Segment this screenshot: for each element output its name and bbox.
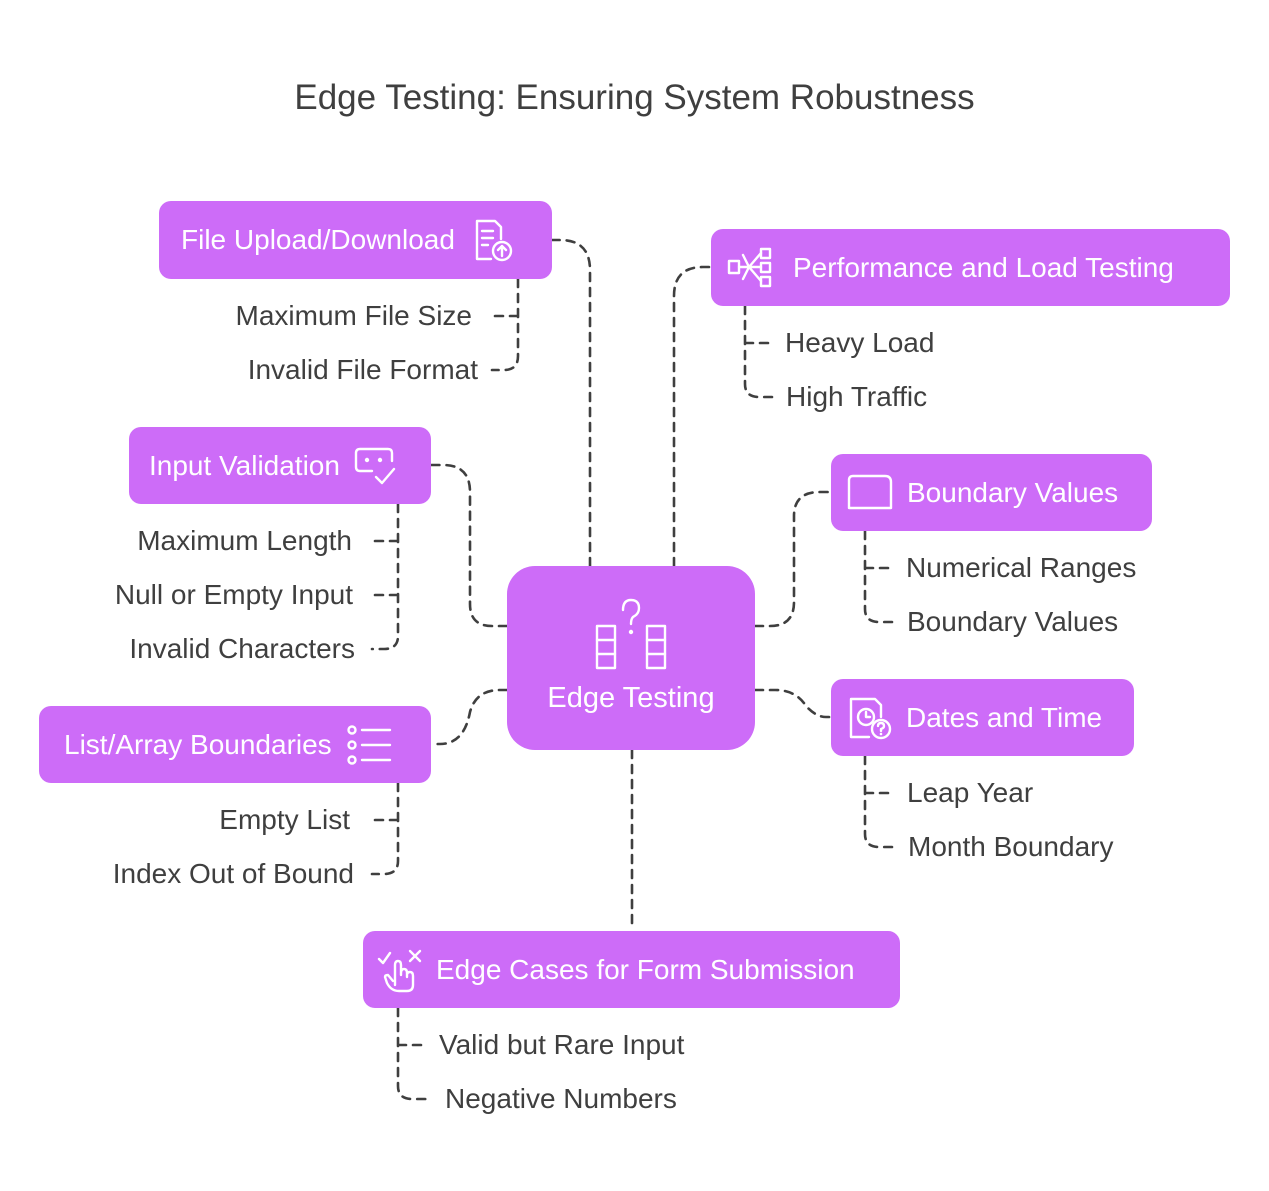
connector-boundary [753, 490, 833, 628]
branch-input-validation: Input Validation [129, 427, 431, 504]
tick-file-upload [490, 277, 520, 372]
center-node: Edge Testing [507, 566, 755, 750]
item-invalid-file-format: Invalid File Format [247, 354, 478, 385]
branch-input-validation-label: Input Validation [149, 449, 340, 481]
tick-form [396, 1006, 428, 1101]
question-columns-icon [595, 598, 667, 670]
tick-dates [863, 754, 894, 849]
branch-boundary-label: Boundary Values [907, 476, 1119, 508]
item-null-or-empty-input: Null or Empty Input [114, 579, 353, 610]
input-check-icon [352, 443, 398, 489]
branch-file-upload-label: File Upload/Download [181, 224, 455, 255]
connector-dates [753, 688, 833, 719]
center-label: Edge Testing [547, 682, 715, 714]
item-valid-but-rare-input: Valid but Rare Input [439, 1029, 685, 1060]
branch-list-array-label: List/Array Boundaries [64, 728, 332, 760]
hand-check-cross-icon [377, 947, 423, 993]
item-heavy-load: Heavy Load [785, 327, 935, 358]
network-flow-icon [727, 245, 773, 291]
item-month-boundary: Month Boundary [908, 831, 1114, 862]
branch-form: Edge Cases for Form Submission [363, 931, 900, 1008]
item-negative-numbers: Negative Numbers [445, 1083, 677, 1114]
branch-boundary: Boundary Values [831, 454, 1152, 531]
connector-performance [672, 265, 713, 568]
list-icon [346, 722, 392, 768]
branch-list-array: List/Array Boundaries [39, 706, 431, 783]
tick-boundary [863, 529, 894, 624]
item-maximum-length: Maximum Length [137, 525, 352, 556]
branch-form-label: Edge Cases for Form Submission [436, 953, 855, 985]
clock-question-icon [847, 695, 893, 741]
item-empty-list: Empty List [219, 804, 350, 835]
branch-dates-label: Dates and Time [906, 701, 1103, 733]
item-high-traffic: High Traffic [786, 381, 928, 412]
tick-input-validation [370, 502, 400, 651]
diagram-title: Edge Testing: Ensuring System Robustness [294, 78, 975, 117]
item-boundary-values: Boundary Values [907, 606, 1119, 637]
item-numerical-ranges: Numerical Ranges [906, 552, 1137, 583]
boundary-box-icon [847, 470, 893, 516]
branch-performance-label: Performance and Load Testing [793, 251, 1174, 283]
file-upload-icon [469, 217, 515, 263]
branch-file-upload: File Upload/Download [159, 201, 552, 279]
connector-input-validation [429, 463, 509, 628]
connector-list-array [429, 688, 509, 746]
item-invalid-characters: Invalid Characters [129, 633, 355, 664]
branch-dates: Dates and Time [831, 679, 1134, 756]
branch-performance: Performance and Load Testing [711, 229, 1230, 306]
item-leap-year: Leap Year [907, 777, 1034, 808]
item-maximum-file-size: Maximum File Size [235, 300, 472, 331]
tick-list-array [370, 781, 400, 876]
connector-file-upload [550, 238, 592, 568]
item-index-out-of-bound: Index Out of Bound [112, 858, 354, 889]
tick-performance [743, 304, 774, 399]
